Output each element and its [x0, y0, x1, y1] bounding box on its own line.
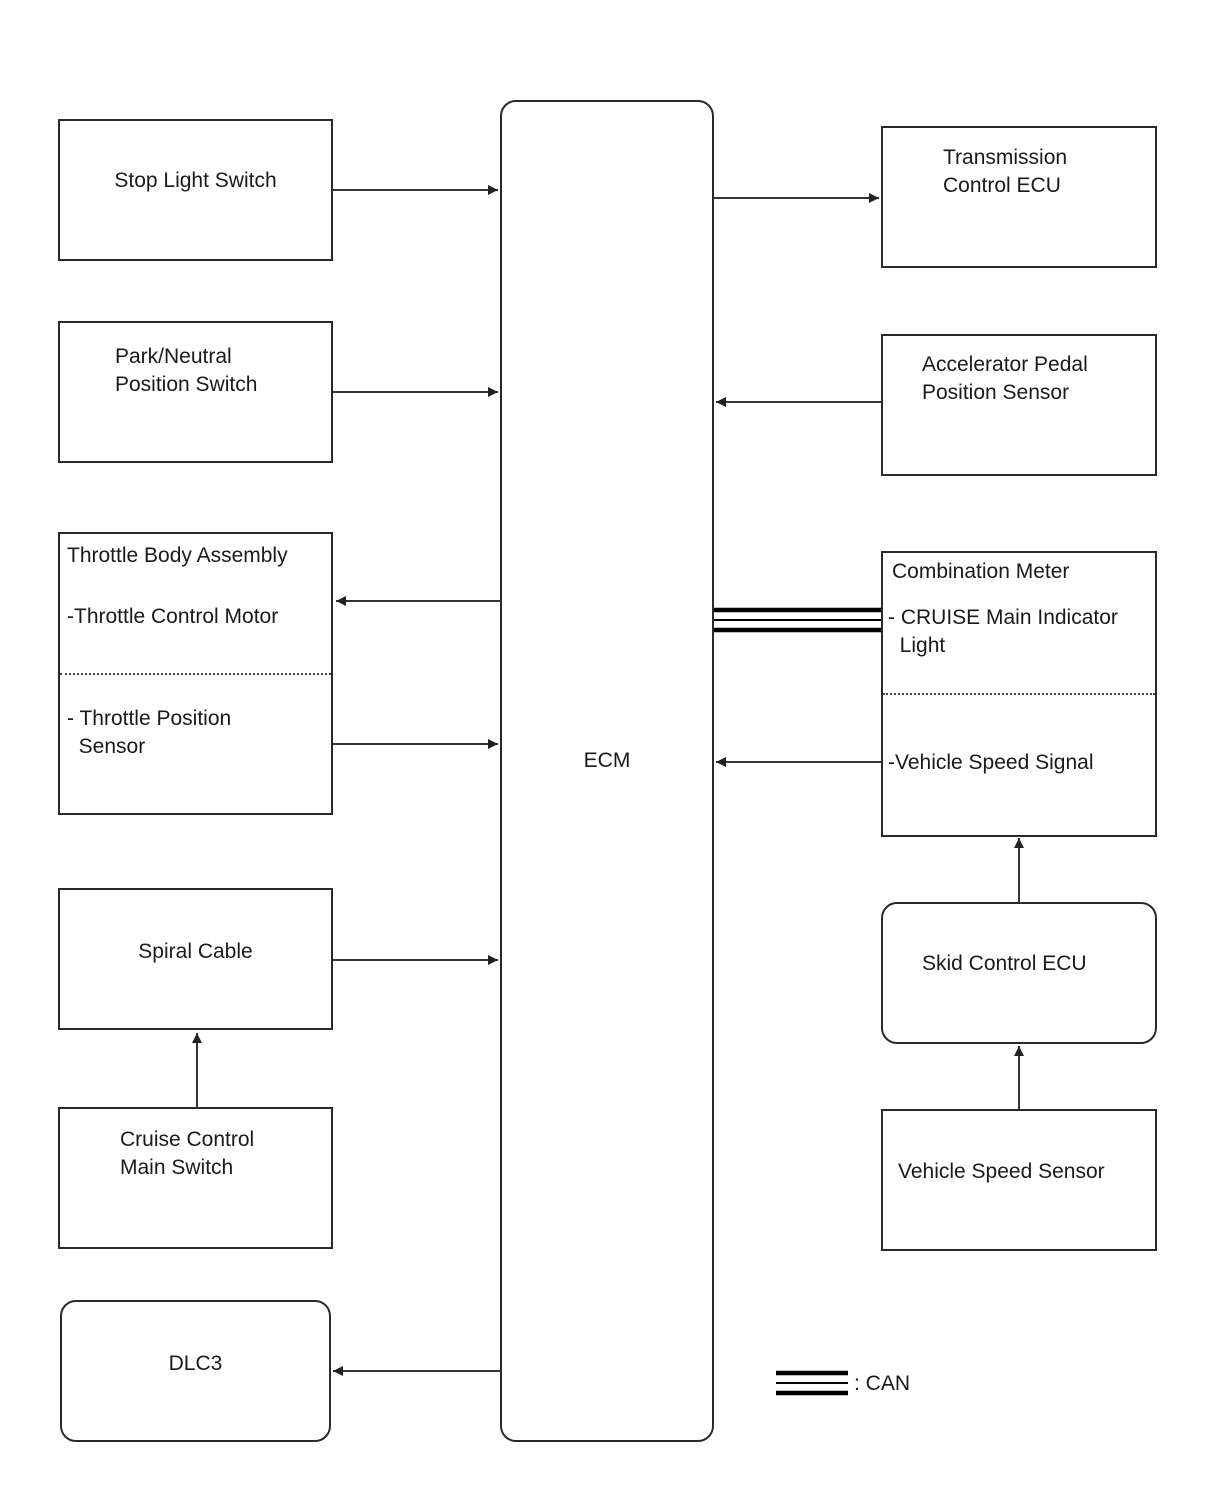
- stop-light-switch-box: Stop Light Switch: [58, 119, 333, 261]
- cruise-control-main-switch-label: Cruise Control Main Switch: [120, 1128, 255, 1179]
- spiral-cable-label: Spiral Cable: [138, 940, 253, 963]
- cruise-control-main-switch-box: Cruise Control Main Switch: [58, 1107, 333, 1249]
- legend-can-swatch: [776, 1370, 848, 1396]
- transmission-control-ecu-label: Transmission Control ECU: [943, 146, 1068, 197]
- throttle-body-divider: [60, 673, 331, 675]
- dlc3-box: DLC3: [60, 1300, 331, 1442]
- park-neutral-switch-box: Park/Neutral Position Switch: [58, 321, 333, 463]
- combination-meter-box: Combination Meter - CRUISE Main Indicato…: [881, 551, 1157, 837]
- skid-control-ecu-box: Skid Control ECU: [881, 902, 1157, 1044]
- cruise-main-indicator-label: - CRUISE Main Indicator Light: [888, 606, 1118, 657]
- throttle-body-assembly-box: Throttle Body Assembly -Throttle Control…: [58, 532, 333, 815]
- can-bus-lines: [714, 607, 881, 633]
- legend-can-label: : CAN: [854, 1372, 911, 1395]
- vehicle-speed-sensor-box: Vehicle Speed Sensor: [881, 1109, 1157, 1251]
- throttle-control-motor-label: -Throttle Control Motor: [67, 605, 279, 628]
- ecm-label: ECM: [583, 749, 631, 772]
- transmission-control-ecu-box: Transmission Control ECU: [881, 126, 1157, 268]
- accelerator-pedal-sensor-box: Accelerator Pedal Position Sensor: [881, 334, 1157, 476]
- stop-light-switch-label: Stop Light Switch: [114, 169, 277, 192]
- combination-meter-divider: [883, 693, 1155, 695]
- ecm-box: ECM: [500, 100, 714, 1442]
- vehicle-speed-signal-label: -Vehicle Speed Signal: [888, 751, 1094, 774]
- vehicle-speed-sensor-label: Vehicle Speed Sensor: [898, 1160, 1105, 1183]
- park-neutral-switch-label: Park/Neutral Position Switch: [115, 345, 258, 396]
- skid-control-ecu-label: Skid Control ECU: [922, 952, 1087, 975]
- accelerator-pedal-sensor-label: Accelerator Pedal Position Sensor: [922, 353, 1088, 404]
- combination-meter-title: Combination Meter: [892, 560, 1070, 583]
- throttle-position-sensor-label: - Throttle Position Sensor: [67, 707, 232, 758]
- dlc3-label: DLC3: [168, 1352, 223, 1375]
- spiral-cable-box: Spiral Cable: [58, 888, 333, 1030]
- throttle-body-title: Throttle Body Assembly: [67, 544, 288, 567]
